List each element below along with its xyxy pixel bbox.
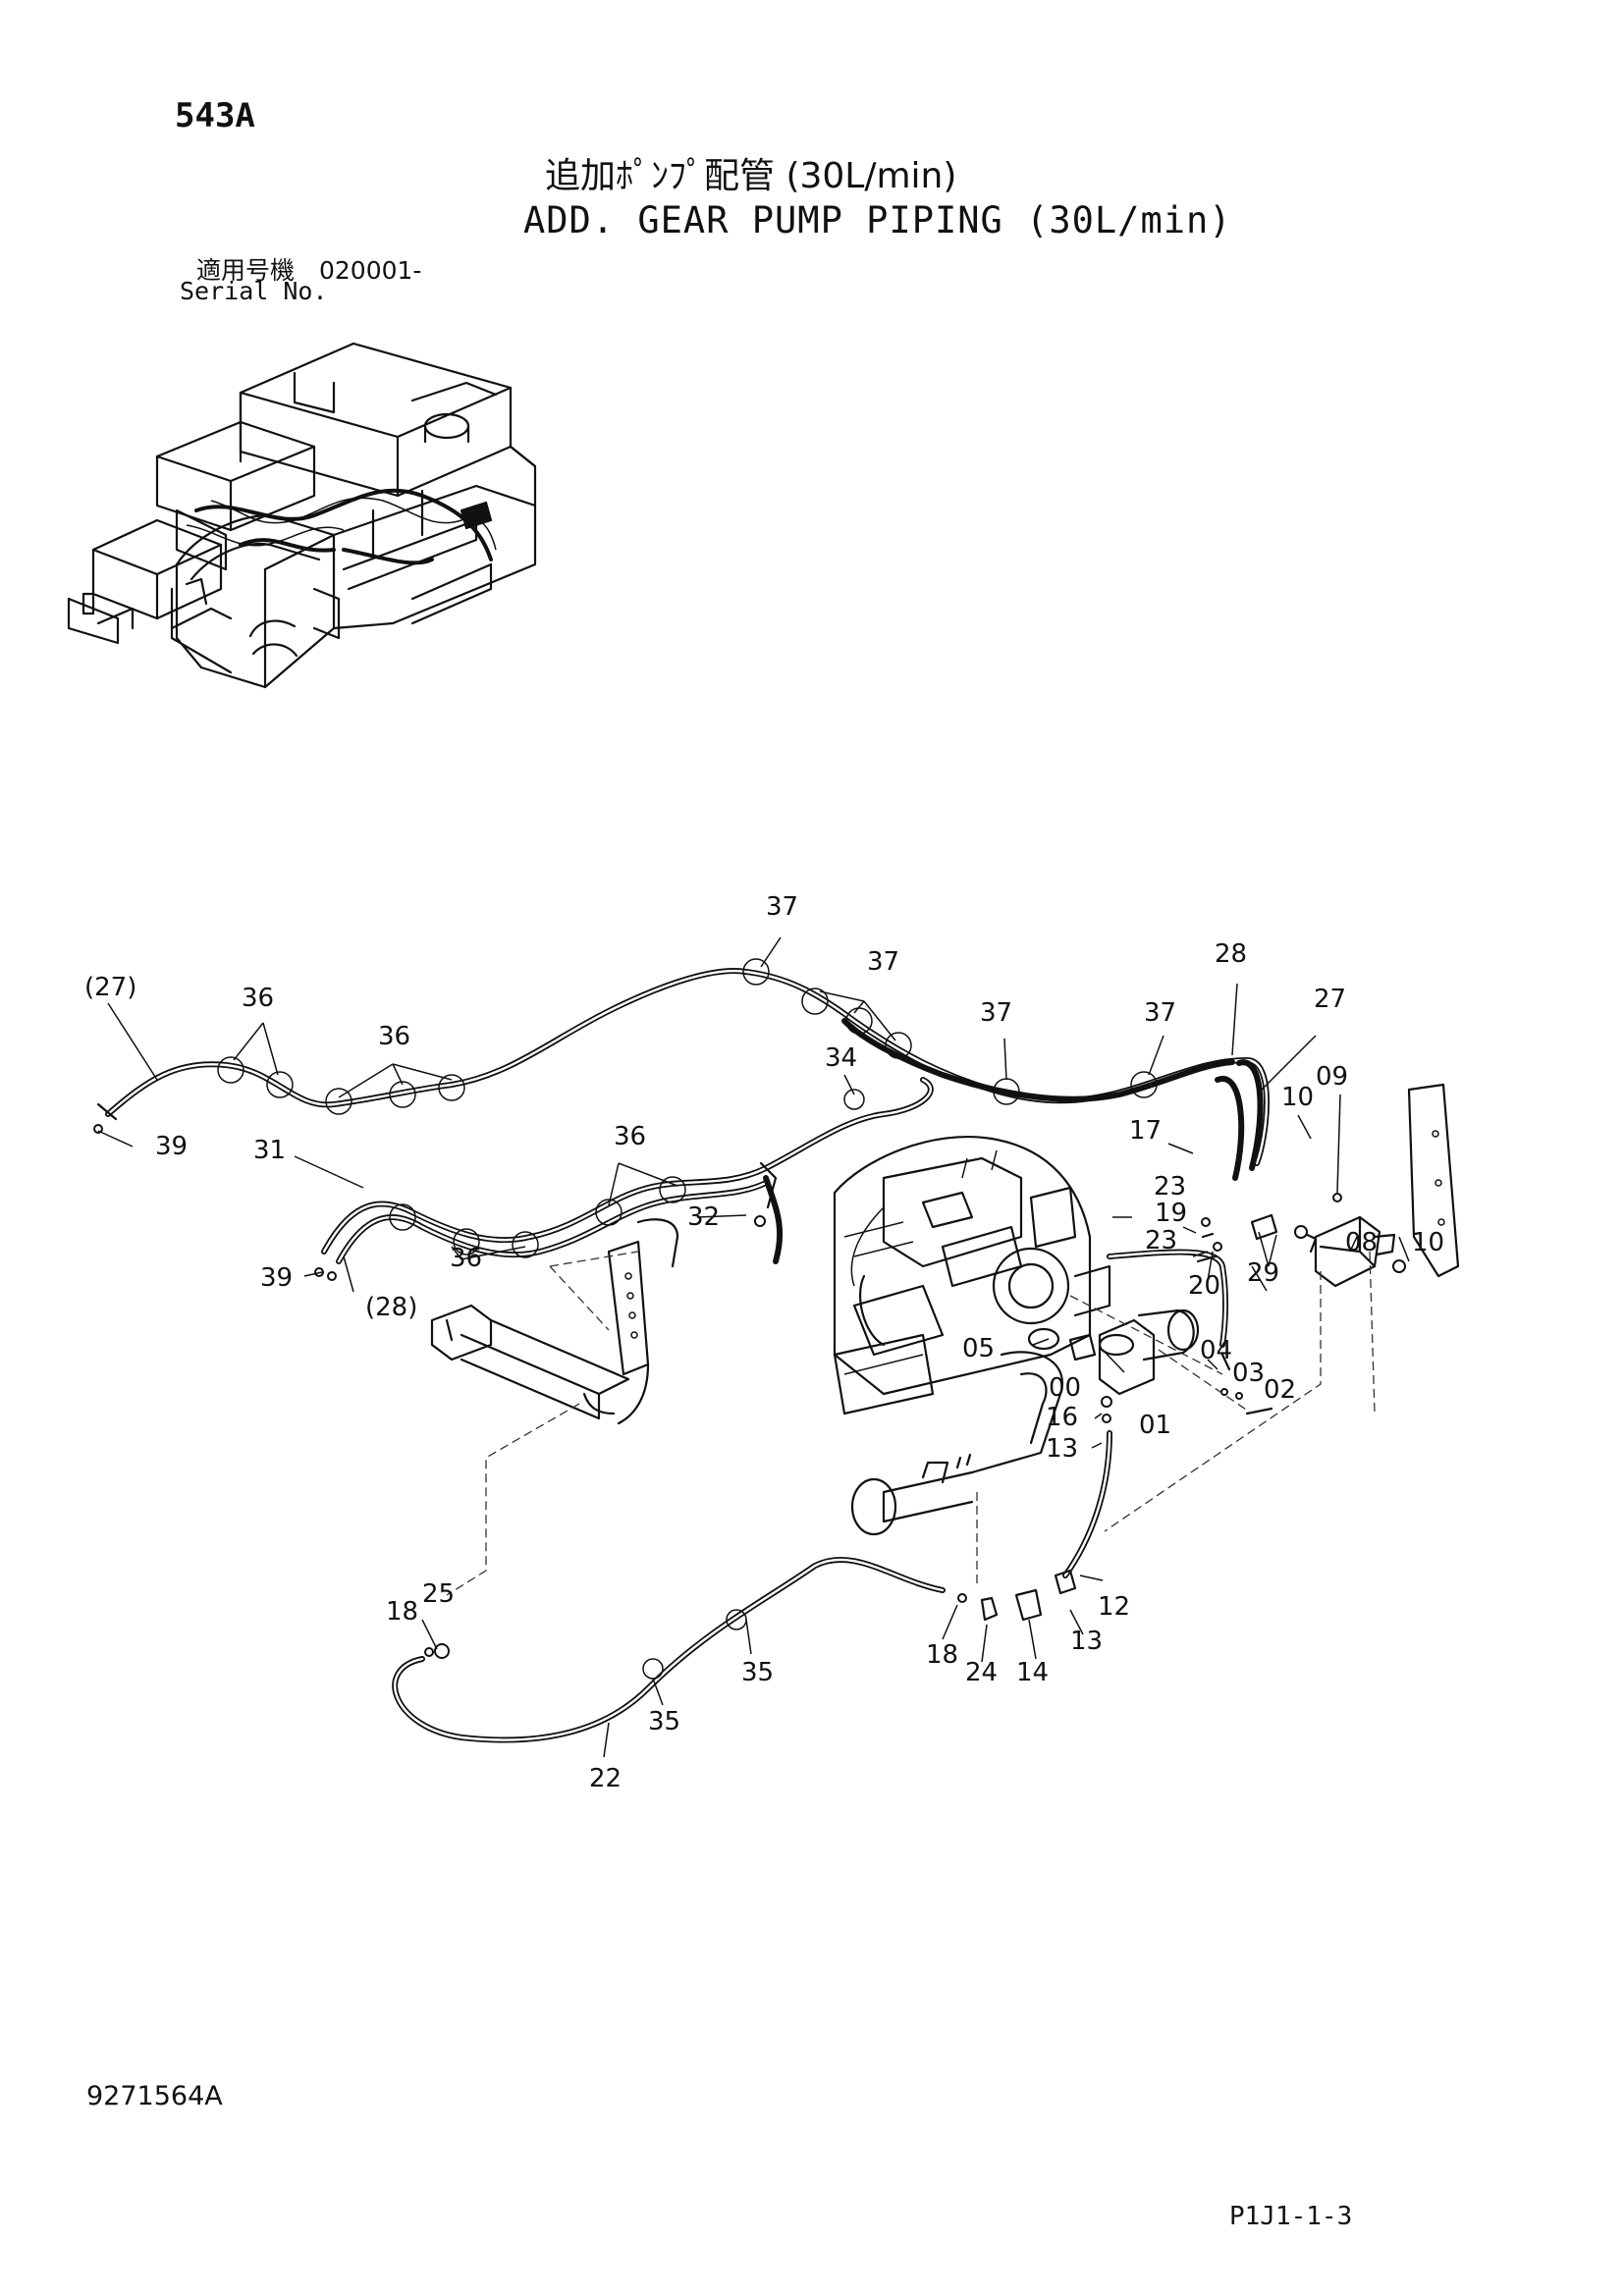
callout-08: 08 bbox=[1345, 1228, 1378, 1257]
callout-37: 37 bbox=[980, 998, 1012, 1028]
callout-23: 23 bbox=[1145, 1226, 1177, 1255]
valve-block-illustration bbox=[1104, 1083, 1460, 1532]
callout-36: 36 bbox=[614, 1122, 646, 1151]
callout-13: 13 bbox=[1046, 1434, 1078, 1464]
callout-16: 16 bbox=[1046, 1403, 1078, 1432]
callout-04: 04 bbox=[1200, 1336, 1232, 1365]
callout-29: 29 bbox=[1247, 1258, 1279, 1288]
callout-18: 18 bbox=[926, 1640, 958, 1670]
callout-35: 35 bbox=[741, 1658, 774, 1687]
callout-32: 32 bbox=[687, 1202, 720, 1232]
callout-37: 37 bbox=[1144, 998, 1176, 1028]
suction-pipe-illustration bbox=[850, 1351, 1063, 1536]
title-japanese: 追加ﾎﾟﾝﾌﾟ配管 (30L/min) bbox=[545, 156, 957, 196]
frame-bracket-illustration bbox=[430, 1218, 679, 1596]
callout-10: 10 bbox=[1281, 1083, 1314, 1112]
callout-00: 00 bbox=[1049, 1373, 1081, 1403]
callout-36: 36 bbox=[242, 984, 274, 1013]
callout-24: 24 bbox=[965, 1658, 998, 1687]
callout-31: 31 bbox=[253, 1136, 286, 1165]
serial-label-english: Serial No. bbox=[180, 277, 328, 305]
callout-27-ref: (27) bbox=[84, 973, 136, 1002]
section-code: 543A bbox=[175, 96, 255, 135]
callout-35: 35 bbox=[648, 1707, 680, 1736]
lower-hose-assembly bbox=[392, 1430, 1112, 1743]
callout-28: 28 bbox=[1215, 939, 1247, 969]
callout-27: 27 bbox=[1314, 985, 1346, 1014]
callout-20: 20 bbox=[1188, 1271, 1220, 1301]
callout-13: 13 bbox=[1070, 1627, 1103, 1656]
callout-12: 12 bbox=[1098, 1592, 1130, 1622]
callout-19: 19 bbox=[1155, 1199, 1187, 1228]
serial-label-japanese: 適用号機 020001- bbox=[196, 256, 422, 285]
callout-39: 39 bbox=[155, 1132, 188, 1161]
callout-labels: 37 37 37 37 28 27 (27) 36 36 36 36 34 09… bbox=[84, 892, 1444, 1793]
callout-25: 25 bbox=[422, 1579, 455, 1609]
callout-23: 23 bbox=[1154, 1172, 1186, 1201]
callout-36: 36 bbox=[450, 1244, 482, 1273]
callout-10: 10 bbox=[1412, 1228, 1444, 1257]
page-code: P1J1-1-3 bbox=[1229, 2202, 1353, 2231]
upper-hose-assembly bbox=[93, 958, 1270, 1348]
callout-14: 14 bbox=[1016, 1658, 1049, 1687]
callout-05: 05 bbox=[962, 1334, 995, 1363]
callout-01: 01 bbox=[1139, 1411, 1171, 1440]
callout-09: 09 bbox=[1316, 1062, 1348, 1092]
callout-18: 18 bbox=[386, 1597, 418, 1627]
callout-37: 37 bbox=[867, 947, 899, 977]
drawing-number: 9271564A bbox=[86, 2081, 223, 2111]
callout-17: 17 bbox=[1129, 1116, 1162, 1146]
title-english: ADD. GEAR PUMP PIPING (30L/min) bbox=[523, 199, 1232, 241]
gear-pump-illustration bbox=[1027, 1295, 1273, 1423]
callout-36: 36 bbox=[378, 1022, 410, 1051]
machine-overview-illustration bbox=[67, 342, 537, 689]
callout-03: 03 bbox=[1232, 1359, 1265, 1388]
callout-37: 37 bbox=[766, 892, 798, 922]
callout-02: 02 bbox=[1264, 1375, 1296, 1405]
leader-lines bbox=[97, 936, 1410, 1758]
callout-28-ref: (28) bbox=[365, 1293, 417, 1322]
callout-34: 34 bbox=[825, 1043, 857, 1073]
callout-22: 22 bbox=[589, 1764, 622, 1793]
callout-39: 39 bbox=[260, 1263, 293, 1293]
main-pump-assembly-illustration bbox=[833, 1135, 1111, 1415]
